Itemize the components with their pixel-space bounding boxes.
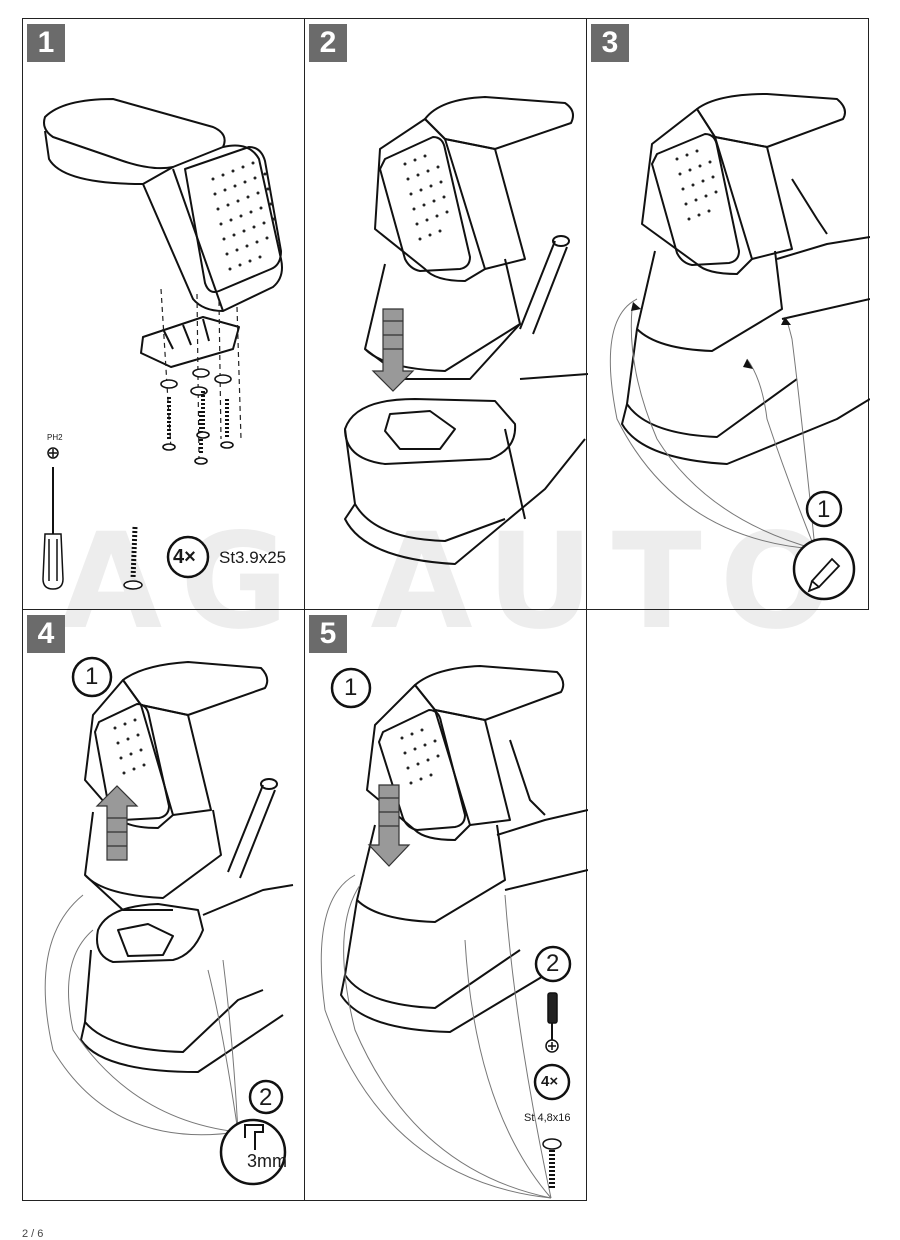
screwdriver-icon (547, 992, 558, 1040)
quantity-label: 4× (173, 546, 196, 568)
step-panel-5: 5 (304, 609, 588, 1201)
arrow-up-icon (95, 785, 139, 861)
step-panel-1: 1 (22, 18, 305, 610)
page-number: 2 / 6 (22, 1228, 44, 1240)
drill-spec: 3mm (247, 1151, 287, 1171)
final-install-illustration (320, 665, 588, 1199)
screwdriver-label: PH2 (47, 433, 63, 442)
quantity-label: 4× (541, 1073, 559, 1090)
screw-spec: St3.9x25 (219, 548, 287, 567)
step-number-badge: 5 (309, 615, 347, 653)
remove-and-drill-illustration (44, 656, 294, 1186)
marker-number-mid: 2 (546, 950, 560, 977)
screw-spec: St 4,8x16 (524, 1112, 571, 1124)
step-number-badge: 4 (27, 615, 65, 653)
screwdriver-icon (42, 447, 64, 590)
step-panel-2: 2 (304, 18, 588, 610)
armrest-install-illustration (344, 96, 588, 565)
step-number-badge: 3 (591, 24, 629, 62)
perforation-dots (211, 161, 276, 271)
marker-number: 1 (817, 496, 831, 523)
arrow-down-icon (367, 784, 411, 867)
screw-icon (542, 1138, 562, 1188)
armrest-illustration (42, 98, 283, 590)
arrow-down-icon (371, 308, 415, 392)
step-panel-4: 4 (22, 609, 305, 1201)
pencil-mark-icon (792, 537, 856, 601)
drill-icon (219, 1118, 287, 1186)
marker-number-bottom: 2 (259, 1084, 273, 1111)
marker-number-top: 1 (85, 663, 99, 690)
step-number-badge: 1 (27, 24, 65, 62)
mark-holes-illustration (609, 93, 870, 601)
phillips-head-icon (545, 1039, 559, 1053)
step-panel-3: 3 (586, 18, 870, 610)
watermark: AG AUTO (60, 505, 850, 659)
screws (160, 368, 234, 465)
marker-number-top: 1 (344, 674, 358, 701)
screw-icon (123, 526, 143, 590)
step-number-badge: 2 (309, 24, 347, 62)
